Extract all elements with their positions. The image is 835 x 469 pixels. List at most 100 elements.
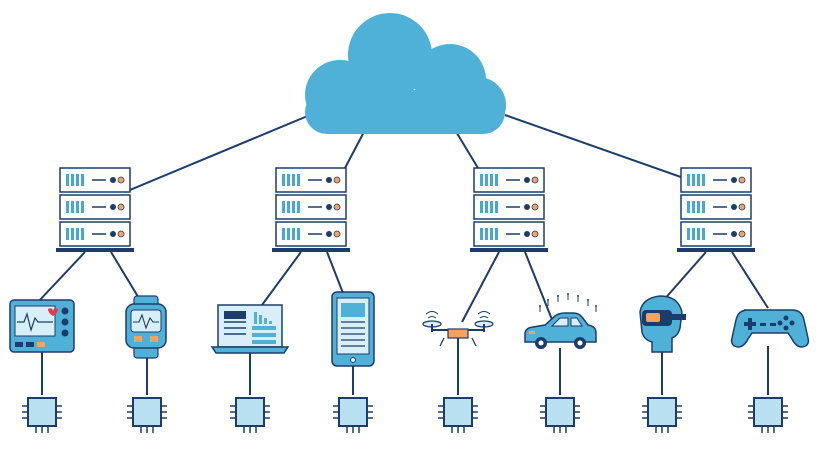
screen-bar — [254, 312, 257, 324]
car-body — [524, 312, 597, 343]
watch-button — [150, 336, 158, 342]
server-unit — [59, 167, 131, 193]
laptop-base — [210, 346, 290, 354]
server-slot — [66, 201, 69, 213]
server-slot — [490, 201, 493, 213]
chip-body — [753, 397, 783, 427]
server-slot — [687, 174, 690, 186]
connected-car-icon — [524, 293, 597, 349]
cloud-server-link — [454, 129, 479, 169]
server-unit — [680, 194, 752, 220]
device-row — [9, 291, 810, 367]
server-led — [531, 230, 539, 238]
screen-block — [224, 311, 246, 319]
server-slot — [702, 174, 705, 186]
heart-icon — [48, 308, 58, 316]
server-slot — [480, 174, 483, 186]
server-slot — [692, 201, 695, 213]
server-slot — [702, 201, 705, 213]
microchip-icon — [22, 397, 62, 433]
server-base — [677, 248, 755, 252]
monitor-button — [37, 342, 45, 347]
server-slot — [287, 201, 290, 213]
server-led — [117, 203, 125, 211]
drone-body — [447, 328, 469, 339]
server-slot — [697, 228, 700, 240]
laptop-icon — [210, 304, 290, 354]
server-slot — [292, 174, 295, 186]
action-button — [783, 325, 789, 331]
server-device-link — [731, 251, 769, 309]
server-slot — [495, 228, 498, 240]
health-monitor-icon — [9, 299, 75, 353]
car-hub — [577, 340, 583, 346]
microchip-icon — [333, 397, 373, 433]
server-led — [531, 203, 539, 211]
server-unit — [680, 167, 752, 193]
server-slot — [697, 174, 700, 186]
server-slots — [282, 174, 300, 186]
server-led — [731, 204, 737, 210]
microchip-icon — [642, 397, 682, 433]
microchip-icon — [127, 397, 167, 433]
server-led — [531, 176, 539, 184]
server-slot — [297, 228, 300, 240]
server-led — [326, 204, 332, 210]
monitor-knob — [61, 307, 69, 315]
server-slot — [292, 201, 295, 213]
sensor-dot — [587, 299, 589, 301]
server-slot — [282, 228, 285, 240]
sensor-dot — [577, 295, 579, 297]
microchip-icon — [230, 397, 270, 433]
drone-leg — [471, 337, 477, 347]
server-slot — [495, 201, 498, 213]
microchip-icon — [748, 397, 788, 433]
server-led — [110, 231, 116, 237]
server-device-link — [326, 251, 344, 294]
server-slot — [697, 201, 700, 213]
server-slots — [282, 228, 300, 240]
server-slots — [66, 174, 84, 186]
server-slot — [66, 228, 69, 240]
server-slot — [81, 201, 84, 213]
signal-wave — [425, 311, 439, 315]
server-unit — [275, 194, 347, 220]
vr-strap — [672, 314, 686, 320]
chip-body — [338, 397, 368, 427]
server-unit — [275, 167, 347, 193]
dpad — [748, 318, 752, 330]
server-slot — [292, 228, 295, 240]
server-slot — [282, 201, 285, 213]
server-led — [738, 203, 746, 211]
server-led — [117, 230, 125, 238]
chip-row — [22, 397, 788, 433]
server-slot — [485, 228, 488, 240]
server-device-link — [110, 251, 141, 301]
server-rack-2 — [272, 167, 350, 252]
drone-icon — [422, 311, 494, 347]
server-rack-1 — [56, 167, 134, 252]
server-led — [326, 177, 332, 183]
signal-wave — [479, 316, 489, 319]
action-button — [777, 320, 783, 326]
watch-button — [134, 336, 142, 342]
server-led — [110, 204, 116, 210]
server-slot — [71, 201, 74, 213]
server-slot — [692, 228, 695, 240]
server-unit — [473, 221, 545, 247]
server-slot — [71, 228, 74, 240]
server-slots — [480, 174, 498, 186]
server-unit — [473, 167, 545, 193]
car-light — [529, 331, 535, 334]
sensor-dot — [547, 299, 549, 301]
server-unit — [59, 194, 131, 220]
server-device-link — [37, 251, 86, 303]
tablet-home-button — [350, 357, 356, 363]
server-led — [731, 177, 737, 183]
chip-body — [443, 397, 473, 427]
screen-bar — [269, 321, 272, 324]
sensor-dot — [595, 305, 597, 307]
server-slot — [490, 174, 493, 186]
server-led — [117, 176, 125, 184]
